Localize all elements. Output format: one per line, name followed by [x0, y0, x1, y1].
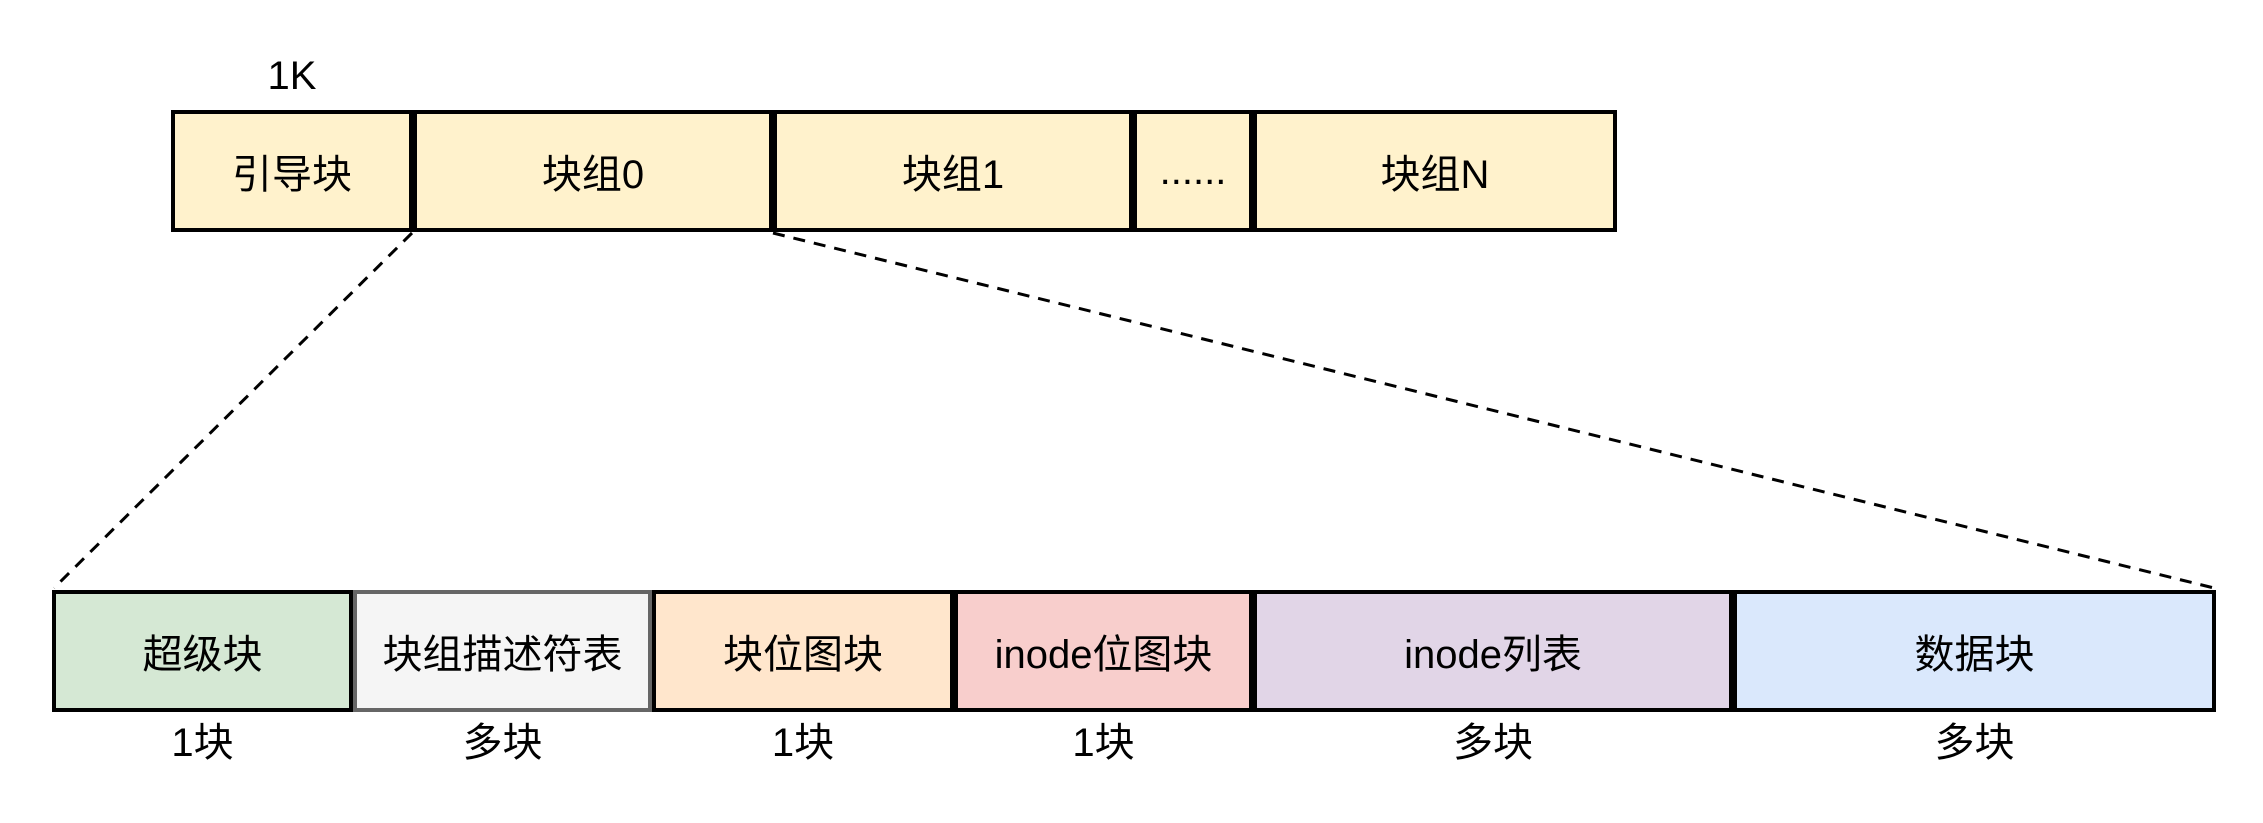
count-group-descriptor-table: 多块	[462, 721, 543, 765]
cell-block-bitmap-label: 块位图块	[723, 633, 883, 677]
cell-boot-block-label: 引导块	[232, 153, 352, 197]
cell-boot-block: 引导块	[171, 110, 413, 232]
cell-block-bitmap: 块位图块	[652, 590, 954, 712]
disk-layout-row: 引导块 块组0 块组1 ...... 块组N	[171, 110, 1617, 232]
cell-block-group-n: 块组N	[1253, 110, 1617, 232]
count-data-blocks: 多块	[1934, 721, 2015, 765]
cell-group-descriptor-table: 块组描述符表	[353, 590, 652, 712]
boot-block-size-label: 1K	[267, 54, 317, 98]
cell-block-group-1: 块组1	[773, 110, 1133, 232]
count-inode-list: 多块	[1453, 721, 1533, 765]
cell-inode-bitmap: inode位图块	[954, 590, 1253, 712]
count-block-bitmap: 1块	[771, 721, 835, 765]
cell-block-group-1-label: 块组1	[901, 153, 1005, 197]
cell-ellipsis: ......	[1133, 110, 1253, 232]
connector-right-dashed-line	[772, 231, 2215, 590]
count-inode-bitmap: 1块	[1072, 721, 1135, 765]
cell-ellipsis-label: ......	[1159, 148, 1227, 193]
cell-inode-list-label: inode列表	[1404, 633, 1582, 677]
cell-data-blocks: 数据块	[1733, 590, 2216, 712]
block-counts-row: 1块 多块 1块 1块 多块 多块	[52, 718, 2216, 768]
connector-left-dashed-line	[52, 231, 414, 590]
cell-block-group-0-label: 块组0	[541, 153, 645, 197]
cell-super-block: 超级块	[52, 590, 353, 712]
cell-super-block-label: 超级块	[142, 633, 263, 677]
count-super-block: 1块	[171, 721, 234, 765]
block-group-detail-row: 超级块 块组描述符表 块位图块 inode位图块 inode列表 数据块	[52, 590, 2216, 712]
cell-inode-bitmap-label: inode位图块	[994, 633, 1213, 677]
cell-inode-list: inode列表	[1253, 590, 1733, 712]
cell-block-group-0: 块组0	[413, 110, 773, 232]
cell-data-blocks-label: 数据块	[1914, 633, 2035, 677]
cell-group-descriptor-table-label: 块组描述符表	[382, 633, 623, 677]
cell-block-group-n-label: 块组N	[1380, 153, 1490, 197]
